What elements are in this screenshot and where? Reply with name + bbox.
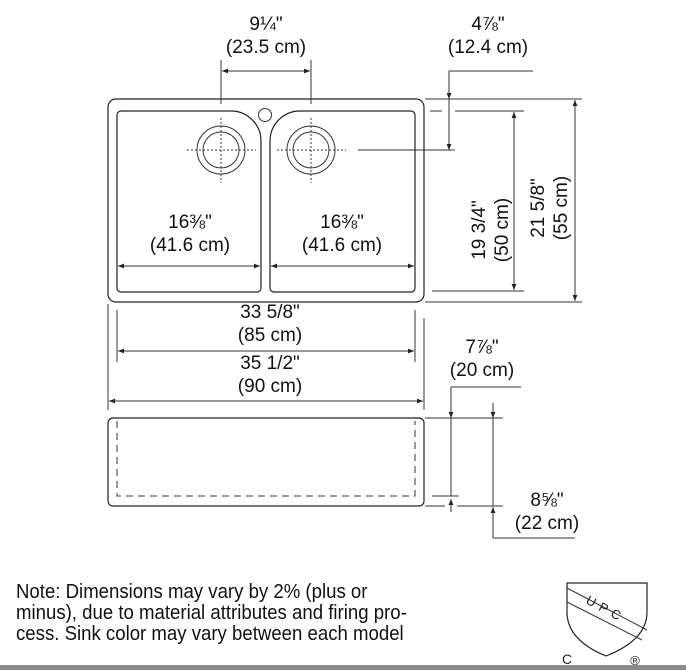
dimension-label: (22 cm) [515, 513, 579, 534]
dimension-label: 35 1/2" [240, 353, 300, 374]
dimension-disclaimer-note: Note: Dimensions may vary by 2% (plus or… [16, 582, 407, 645]
dimension-label: (85 cm) [238, 325, 302, 346]
dimension-label: 33 5/8" [240, 302, 300, 323]
right-drain [277, 118, 346, 183]
upc-mark: UPC [584, 592, 629, 625]
dimension-label: 21 5/8" [528, 178, 549, 238]
dimension-label: (50 cm) [492, 198, 513, 262]
dimension-label: (41.6 cm) [302, 235, 382, 256]
sink-top-view [107, 98, 425, 303]
left-bowl [116, 110, 262, 293]
dimension-label: 16⅜" [320, 212, 364, 233]
dimension-bowl-height: 7⅞" (20 cm) [425, 337, 521, 512]
dimension-overall-width: 35 1/2" (90 cm) [107, 304, 425, 410]
dimension-drain-offset: 4⅞" (12.4 cm) [358, 14, 533, 151]
note-line: cess. Sink color may vary between each m… [16, 623, 404, 645]
sink-front-view [107, 417, 425, 507]
dimension-inner-width: 33 5/8" (85 cm) [116, 302, 416, 362]
dimension-bowl-length: 19 3/4" (50 cm) [430, 110, 524, 292]
dimension-right-bowl-width: 16⅜" (41.6 cm) [271, 212, 414, 269]
right-bowl [269, 110, 416, 293]
dimension-overall-depth: 21 5/8" (55 cm) [425, 98, 582, 303]
cupc-prefix: C [562, 651, 572, 667]
dimension-label: (23.5 cm) [226, 37, 306, 58]
dimension-drain-spacing: 9¼" (23.5 cm) [220, 14, 312, 104]
dimension-label: (20 cm) [450, 360, 514, 381]
dimension-label: 9¼" [249, 14, 282, 35]
left-drain [187, 118, 256, 183]
bottom-divider [0, 665, 686, 670]
dimension-label: 19 3/4" [469, 200, 490, 260]
dimension-label: 4⅞" [471, 14, 504, 35]
dimension-label: (90 cm) [238, 376, 302, 397]
dimension-label: 16⅜" [168, 212, 212, 233]
dimension-label: (12.4 cm) [448, 37, 528, 58]
note-line: minus), due to material attributes and f… [16, 602, 407, 624]
cupc-certification-logo: UPC C ® [562, 582, 648, 668]
dimension-left-bowl-width: 16⅜" (41.6 cm) [118, 212, 260, 269]
note-line: Note: Dimensions may vary by 2% (plus or [16, 581, 368, 603]
dimension-overall-height: 8⅝" (22 cm) [425, 403, 579, 539]
dimension-label: (55 cm) [551, 176, 572, 240]
registered-mark: ® [630, 653, 640, 668]
dimension-label: 8⅝" [530, 490, 563, 511]
sink-outline [107, 98, 425, 303]
faucet-hole [258, 108, 272, 122]
dimension-label: 7⅞" [465, 337, 498, 358]
dimension-label: (41.6 cm) [150, 235, 230, 256]
